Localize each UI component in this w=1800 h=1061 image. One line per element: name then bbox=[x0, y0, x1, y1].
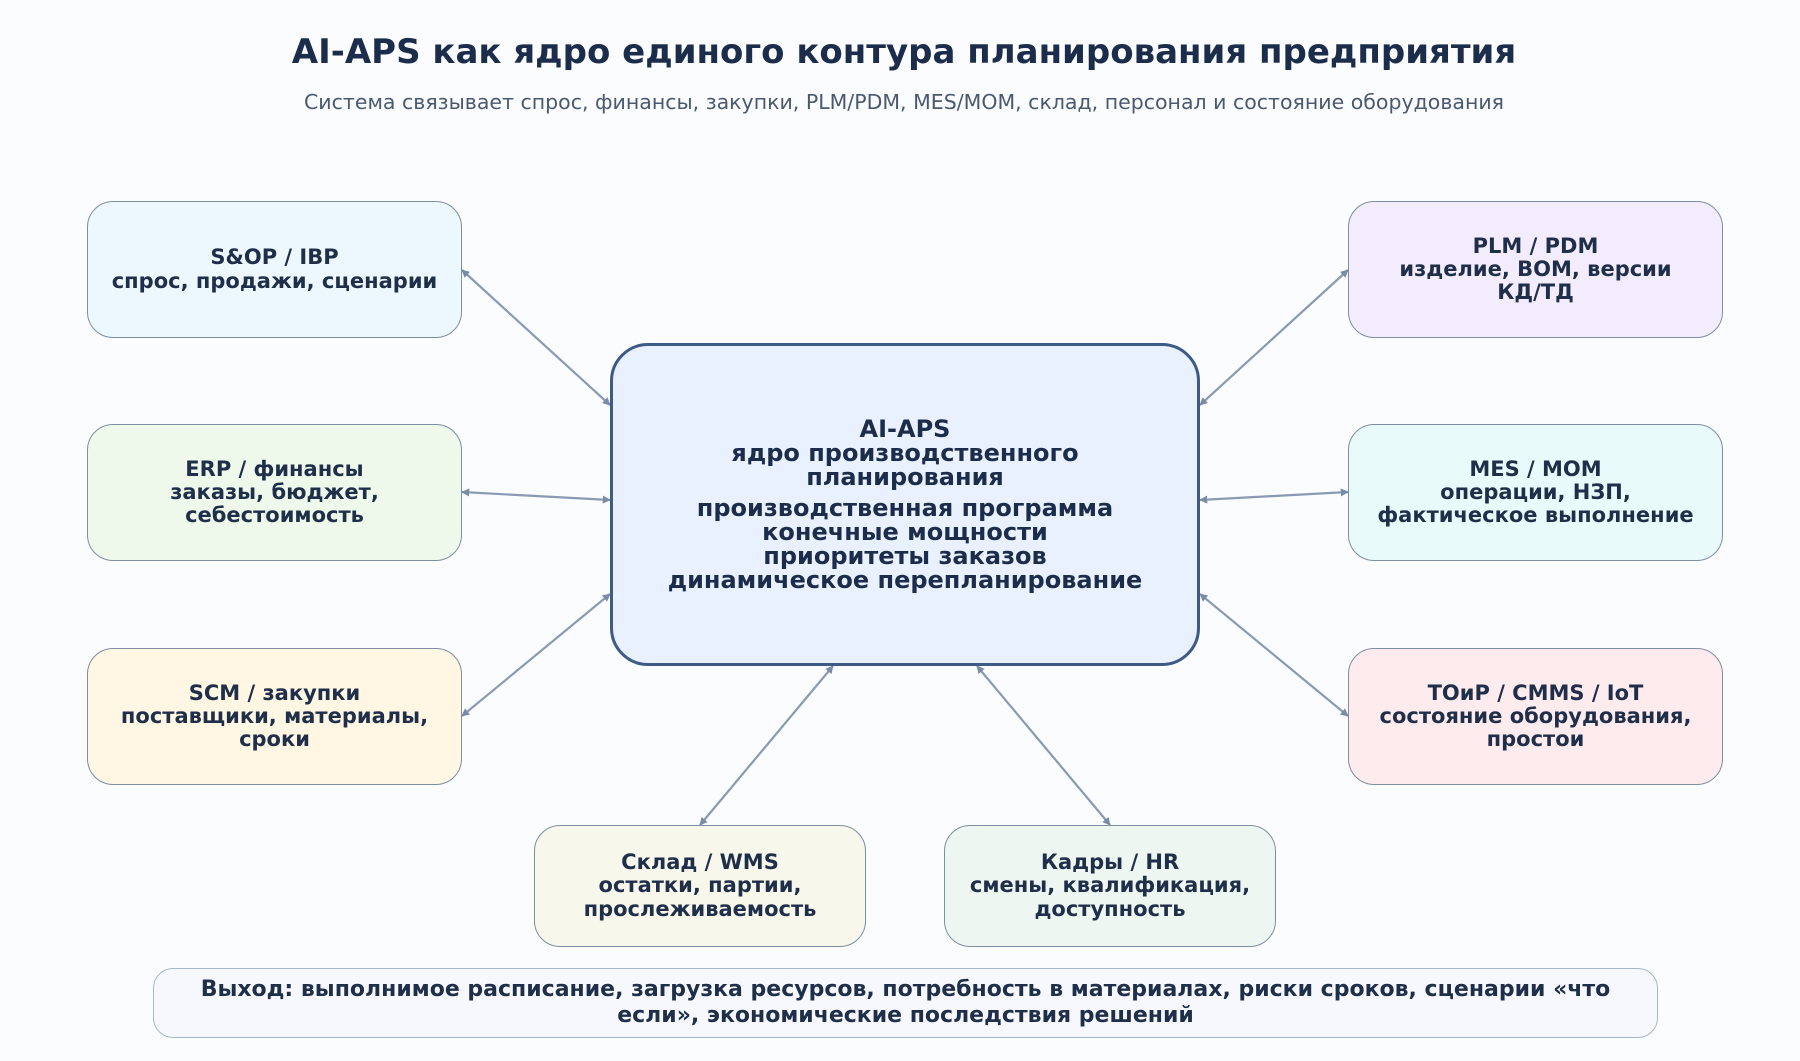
box-mes-detail-1: операции, НЗП, bbox=[1440, 479, 1631, 504]
output-summary: Выход: выполнимое расписание, загрузка р… bbox=[153, 968, 1658, 1038]
arrow-plm-core bbox=[1199, 269, 1349, 406]
box-erp-title: ERP / финансы bbox=[185, 456, 364, 481]
core-title: AI-APS bbox=[859, 415, 951, 443]
box-hr: Кадры / HR смены, квалификация, доступно… bbox=[944, 825, 1276, 947]
arrow-mes-core bbox=[1199, 488, 1349, 504]
box-wms-title: Склад / WMS bbox=[621, 850, 779, 875]
box-erp-detail-1: заказы, бюджет, bbox=[170, 479, 379, 504]
box-sop-detail: спрос, продажи, сценарии bbox=[111, 268, 438, 293]
box-toir-detail-1: состояние оборудования, bbox=[1379, 703, 1692, 728]
box-scm-title: SCM / закупки bbox=[188, 680, 361, 705]
box-plm-pdm: PLM / PDM изделие, BOM, версии КД/ТД bbox=[1348, 201, 1723, 338]
box-sop-title: S&OP / IBP bbox=[210, 245, 339, 270]
box-toir-detail-2: простои bbox=[1486, 727, 1585, 752]
box-hr-detail-1: смены, квалификация, bbox=[969, 873, 1251, 898]
box-warehouse-wms: Склад / WMS остатки, партии, прослеживае… bbox=[534, 825, 866, 947]
arrow-sop-core bbox=[461, 269, 611, 406]
box-scm-detail-1: поставщики, материалы, bbox=[120, 703, 429, 728]
box-mes-mom: MES / MOM операции, НЗП, фактическое вып… bbox=[1348, 424, 1723, 561]
box-plm-detail-2: КД/ТД bbox=[1497, 280, 1574, 305]
core-ai-aps: AI-APS ядро производственного планирован… bbox=[610, 343, 1200, 666]
arrow-toir-core bbox=[1199, 593, 1349, 717]
core-subtitle-2: планирования bbox=[806, 463, 1004, 491]
box-erp-detail-2: себестоимость bbox=[185, 503, 364, 528]
box-wms-detail-2: прослеживаемость bbox=[583, 896, 817, 921]
box-toir-title: ТОиР / CMMS / IoT bbox=[1427, 680, 1644, 705]
core-function-capacity: конечные мощности bbox=[762, 518, 1048, 546]
box-toir-cmms-iot: ТОиР / CMMS / IoT состояние оборудования… bbox=[1348, 648, 1723, 785]
core-function-replanning: динамическое перепланирование bbox=[667, 566, 1143, 594]
box-plm-title: PLM / PDM bbox=[1472, 233, 1599, 258]
arrow-erp-core bbox=[461, 488, 611, 504]
box-hr-title: Кадры / HR bbox=[1040, 850, 1180, 875]
box-mes-detail-2: фактическое выполнение bbox=[1377, 503, 1694, 528]
box-erp-finance: ERP / финансы заказы, бюджет, себестоимо… bbox=[87, 424, 462, 561]
core-subtitle-1: ядро производственного bbox=[731, 439, 1079, 467]
core-function-program: производственная программа bbox=[696, 494, 1114, 522]
box-scm-purchasing: SCM / закупки поставщики, материалы, сро… bbox=[87, 648, 462, 785]
box-hr-detail-2: доступность bbox=[1034, 896, 1186, 921]
box-sop-ibp: S&OP / IBP спрос, продажи, сценарии bbox=[87, 201, 462, 338]
box-scm-detail-2: сроки bbox=[239, 727, 310, 752]
diagram-subtitle: Система связывает спрос, финансы, закупк… bbox=[303, 90, 1505, 114]
diagram-title: AI-APS как ядро единого контура планиров… bbox=[291, 32, 1517, 72]
arrow-scm-core bbox=[461, 593, 611, 717]
box-wms-detail-1: остатки, партии, bbox=[598, 873, 802, 898]
box-plm-detail-1: изделие, BOM, версии bbox=[1399, 256, 1672, 281]
arrow-wms-core bbox=[699, 665, 834, 826]
arrow-hr-core bbox=[976, 665, 1111, 826]
core-function-priorities: приоритеты заказов bbox=[763, 542, 1047, 570]
box-mes-title: MES / MOM bbox=[1469, 456, 1602, 481]
